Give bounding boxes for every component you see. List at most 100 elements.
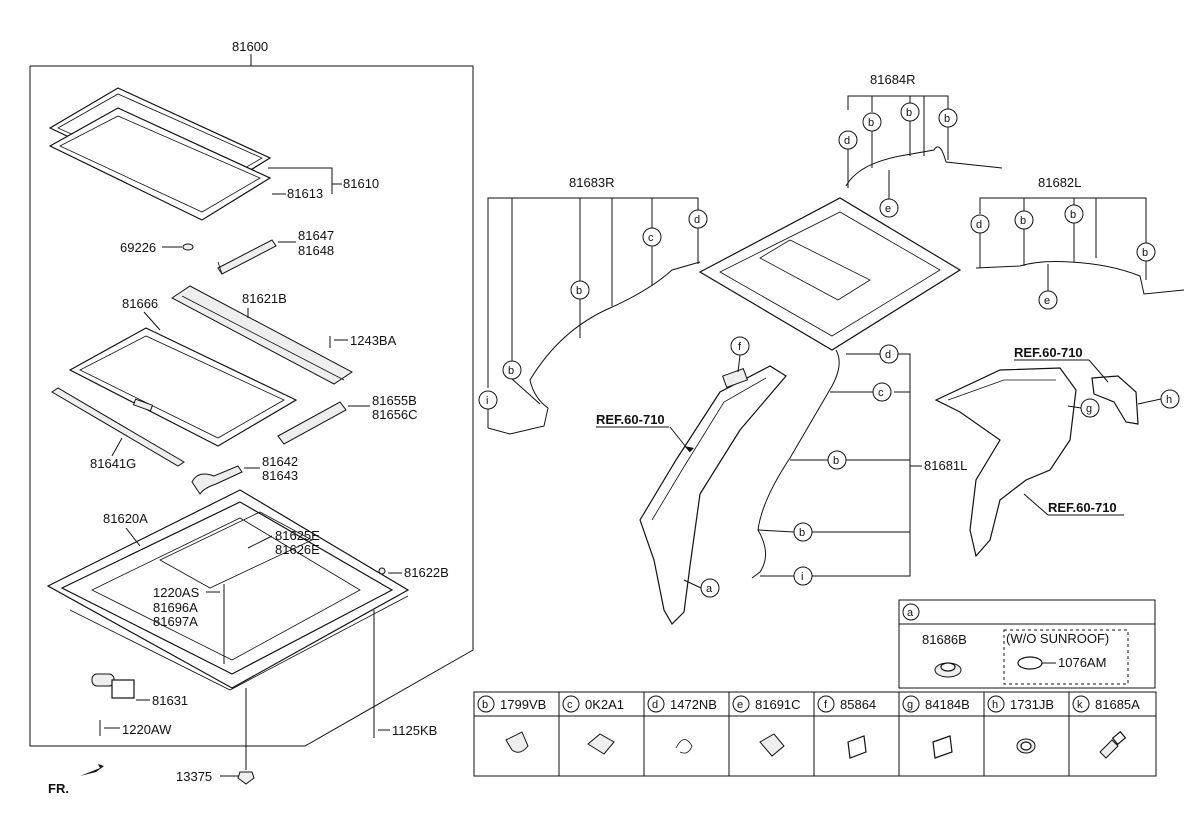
callout-d-81681L[interactable]: d <box>879 344 899 364</box>
sunshade-81666[interactable] <box>68 327 298 447</box>
label-13375[interactable]: 13375 <box>176 769 212 784</box>
callout-a-pillar[interactable]: a <box>700 578 720 598</box>
legend-row <box>473 691 1157 777</box>
label-81648[interactable]: 81648 <box>298 243 334 258</box>
label-81613[interactable]: 81613 <box>287 186 323 201</box>
callout-f[interactable]: f <box>730 336 750 356</box>
label-81656C[interactable]: 81656C <box>372 407 418 422</box>
assembly-number[interactable]: 81600 <box>232 39 268 54</box>
callout-b-81682L-2[interactable]: b <box>1064 204 1084 224</box>
label-81643[interactable]: 81643 <box>262 468 298 483</box>
label-81610[interactable]: 81610 <box>343 176 379 191</box>
legend-cell-d[interactable]: d 1472NB <box>647 695 717 754</box>
svg-text:b: b <box>508 365 514 377</box>
weatherstrip-81641G[interactable] <box>51 387 185 467</box>
legend-g-letter: g <box>907 699 913 711</box>
svg-text:a: a <box>706 583 713 595</box>
sunroof-frame-81620A[interactable] <box>46 489 410 691</box>
legend-cell-h[interactable]: h 1731JB <box>987 695 1054 754</box>
callout-b-81681L-2[interactable]: b <box>793 522 813 542</box>
callout-b-81684R-2[interactable]: b <box>900 102 920 122</box>
nut-part <box>237 771 255 785</box>
connector-k-icon <box>1099 739 1119 759</box>
legend-a-note: (W/O SUNROOF) <box>1006 631 1109 646</box>
svg-text:d: d <box>694 214 700 226</box>
label-81622B[interactable]: 81622B <box>404 565 449 580</box>
callout-d-81682L[interactable]: d <box>970 214 990 234</box>
callout-b-81681L-1[interactable]: b <box>827 450 847 470</box>
label-81682L[interactable]: 81682L <box>1038 175 1081 190</box>
callout-e-81682L[interactable]: e <box>1038 290 1058 310</box>
quarter-panel[interactable] <box>934 367 1139 558</box>
callout-b-81682L-1[interactable]: b <box>1014 210 1034 230</box>
callout-b-81684R-1[interactable]: b <box>862 112 882 132</box>
legend-h-letter: h <box>992 699 998 711</box>
assembly-81600: 81600 <box>29 39 474 747</box>
callout-d-81684R[interactable]: d <box>838 130 858 150</box>
callout-i-81683R[interactable]: i <box>478 390 498 410</box>
pad-g-icon <box>932 735 953 759</box>
label-81696A[interactable]: 81696A <box>153 600 198 615</box>
callout-b-81684R-3[interactable]: b <box>938 108 958 128</box>
a-pillar-panel[interactable] <box>639 365 787 625</box>
deflector-81621B[interactable] <box>171 285 353 385</box>
callout-b-81682L-3[interactable]: b <box>1136 242 1156 262</box>
label-1220AW[interactable]: 1220AW <box>122 722 172 737</box>
label-1243BA[interactable]: 1243BA <box>350 333 397 348</box>
label-81681L[interactable]: 81681L <box>924 458 967 473</box>
legend-e-letter: e <box>737 699 743 711</box>
legend-cell-c[interactable]: c 0K2A1 <box>562 695 624 755</box>
label-1125KB[interactable]: 1125KB <box>392 723 437 738</box>
callout-c-81683R[interactable]: c <box>642 227 662 247</box>
callout-e-81684R[interactable]: e <box>879 198 899 218</box>
clip-b-icon <box>505 731 529 753</box>
callout-i-81681L[interactable]: i <box>793 566 813 586</box>
legend-cell-k[interactable]: k 81685A <box>1072 695 1140 759</box>
callout-b-81683R-1[interactable]: b <box>502 360 522 380</box>
label-81621B[interactable]: 81621B <box>242 291 287 306</box>
svg-text:b: b <box>1142 247 1148 259</box>
label-81631[interactable]: 81631 <box>152 693 188 708</box>
label-81655B[interactable]: 81655B <box>372 393 417 408</box>
svg-text:b: b <box>576 285 582 297</box>
callout-d-81683R[interactable]: d <box>688 209 708 229</box>
label-81697A[interactable]: 81697A <box>153 614 198 629</box>
guide-81655B[interactable] <box>277 401 347 445</box>
ref-quarter-top[interactable]: REF.60-710 <box>1014 345 1083 360</box>
label-69226[interactable]: 69226 <box>120 240 156 255</box>
callout-c-81681L[interactable]: c <box>872 382 892 402</box>
legend-g-part: 84184B <box>925 697 970 712</box>
legend-cell-f[interactable]: f 85864 <box>817 695 876 759</box>
legend-a-part[interactable]: 81686B <box>922 632 967 647</box>
roof-panel[interactable] <box>698 197 962 351</box>
bracket-81647[interactable] <box>217 239 277 275</box>
label-81647[interactable]: 81647 <box>298 228 334 243</box>
drain-hose-81642[interactable] <box>191 465 243 495</box>
svg-text:i: i <box>486 395 488 407</box>
label-81625E[interactable]: 81625E <box>275 528 320 543</box>
label-81620A[interactable]: 81620A <box>103 511 148 526</box>
legend-cell-e[interactable]: e 81691C <box>732 695 801 757</box>
label-81641G[interactable]: 81641G <box>90 456 136 471</box>
motor-81631[interactable] <box>91 673 135 699</box>
legend-cell-g[interactable]: g 84184B <box>902 695 970 759</box>
callout-g[interactable]: g <box>1080 398 1100 418</box>
pad-f-icon <box>847 735 867 759</box>
svg-text:e: e <box>885 203 891 215</box>
label-1220AS[interactable]: 1220AS <box>153 585 200 600</box>
ref-quarter-bottom[interactable]: REF.60-710 <box>1048 500 1117 515</box>
sunroof-glass[interactable] <box>48 87 272 221</box>
callout-h[interactable]: h <box>1160 389 1180 409</box>
label-81642[interactable]: 81642 <box>262 454 298 469</box>
callout-b-81683R-2[interactable]: b <box>570 280 590 300</box>
svg-text:b: b <box>799 527 805 539</box>
label-81684R[interactable]: 81684R <box>870 72 916 87</box>
svg-text:d: d <box>885 349 891 361</box>
ref-pillar[interactable]: REF.60-710 <box>596 412 665 427</box>
label-81666[interactable]: 81666 <box>122 296 158 311</box>
label-81626E[interactable]: 81626E <box>275 542 320 557</box>
label-81683R[interactable]: 81683R <box>569 175 615 190</box>
svg-text:b: b <box>868 117 874 129</box>
legend-cell-b[interactable]: b 1799VB <box>477 695 546 753</box>
legend-a-alt-part[interactable]: 1076AM <box>1058 655 1106 670</box>
